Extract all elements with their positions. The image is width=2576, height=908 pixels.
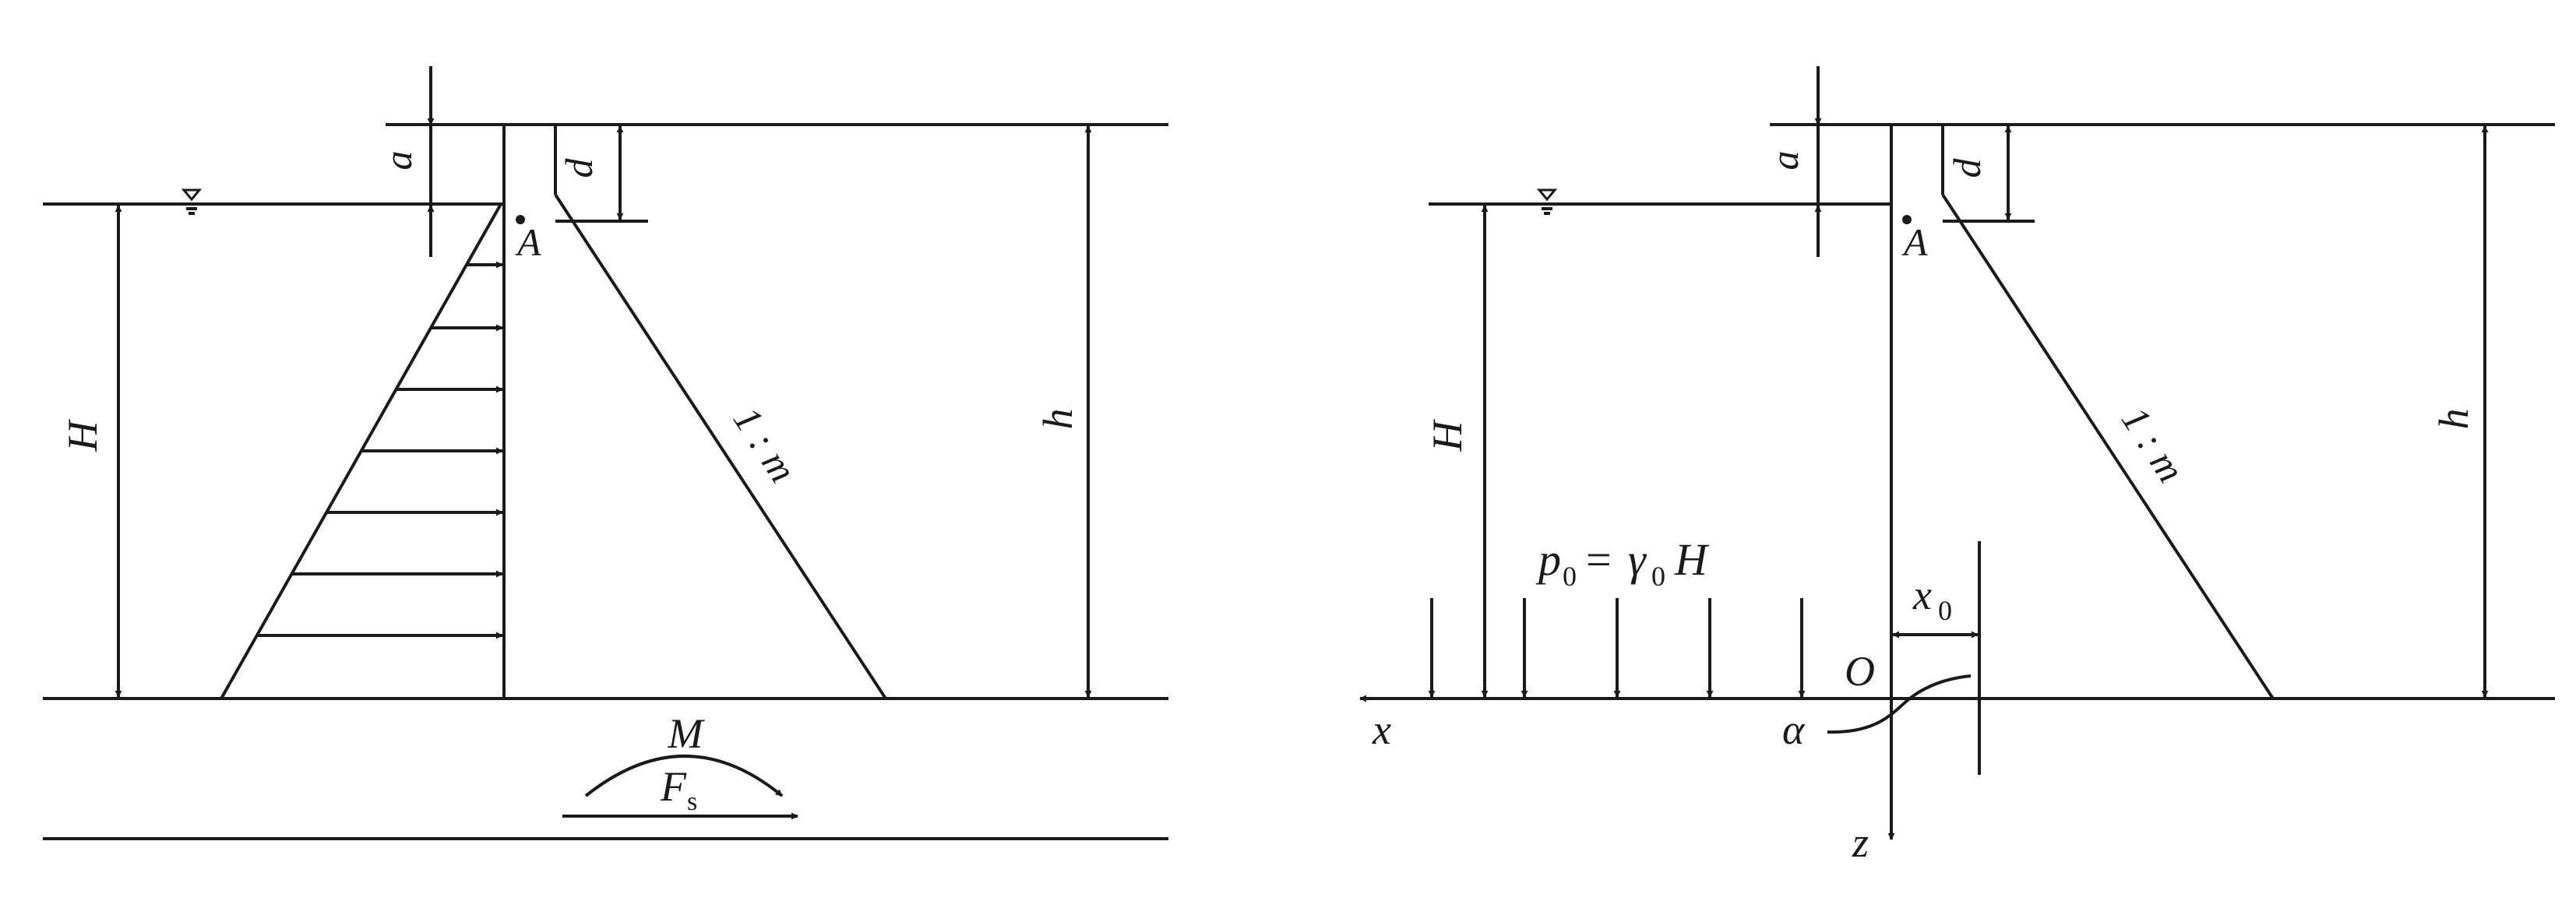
left-label-H: H: [59, 419, 106, 452]
svg-text:H: H: [1674, 534, 1710, 585]
right-axis-x-label: x: [1372, 706, 1391, 753]
right-origin-label: O: [1845, 648, 1875, 695]
left-label-a: a: [376, 151, 420, 171]
left-label-h: h: [1034, 409, 1081, 430]
left-moment-label: M: [668, 710, 706, 757]
right-dam-body: [1890, 125, 2275, 700]
right-pressure-arrows: [1428, 598, 1806, 698]
svg-text:x: x: [1912, 572, 1932, 618]
right-water-level-symbol: [1536, 188, 1558, 215]
right-label-x0: x 0: [1912, 572, 1952, 626]
right-angle-leader: [1827, 674, 1972, 734]
left-dam-body: [502, 125, 887, 700]
left-point-A-label: A: [515, 220, 541, 264]
svg-text:p: p: [1535, 534, 1561, 585]
right-pressure-label: p 0 = γ 0 H: [1535, 534, 1710, 592]
right-slope-label: 1 : m: [2113, 399, 2194, 490]
left-water-level-symbol: [181, 188, 203, 215]
left-pressure-triangle: [220, 203, 503, 699]
left-point-A-dot: [516, 215, 525, 224]
left-force-label-sub: s: [687, 787, 697, 816]
left-slope-label: 1 : m: [725, 399, 805, 490]
right-angle-label: α: [1782, 706, 1806, 753]
svg-text:0: 0: [1651, 561, 1665, 592]
svg-text:=: =: [1586, 534, 1612, 585]
right-point-A-dot: [1902, 215, 1912, 224]
left-moment-arc: [584, 755, 784, 797]
right-figure: A a d H h 1 : m: [1359, 66, 2555, 866]
svg-text:0: 0: [1563, 561, 1577, 592]
right-point-A-label: A: [1901, 220, 1928, 264]
right-label-d: d: [1945, 158, 1989, 178]
left-figure: A a d H h 1 : m M F s: [43, 66, 1168, 840]
left-label-d: d: [557, 158, 601, 178]
right-label-h: h: [2430, 409, 2477, 430]
svg-text:0: 0: [1938, 595, 1952, 626]
right-label-a: a: [1763, 151, 1806, 171]
right-axis-z-label: z: [1852, 819, 1869, 866]
right-label-H: H: [1424, 419, 1471, 452]
left-force-label: F: [660, 763, 687, 810]
svg-text:γ: γ: [1628, 534, 1647, 585]
